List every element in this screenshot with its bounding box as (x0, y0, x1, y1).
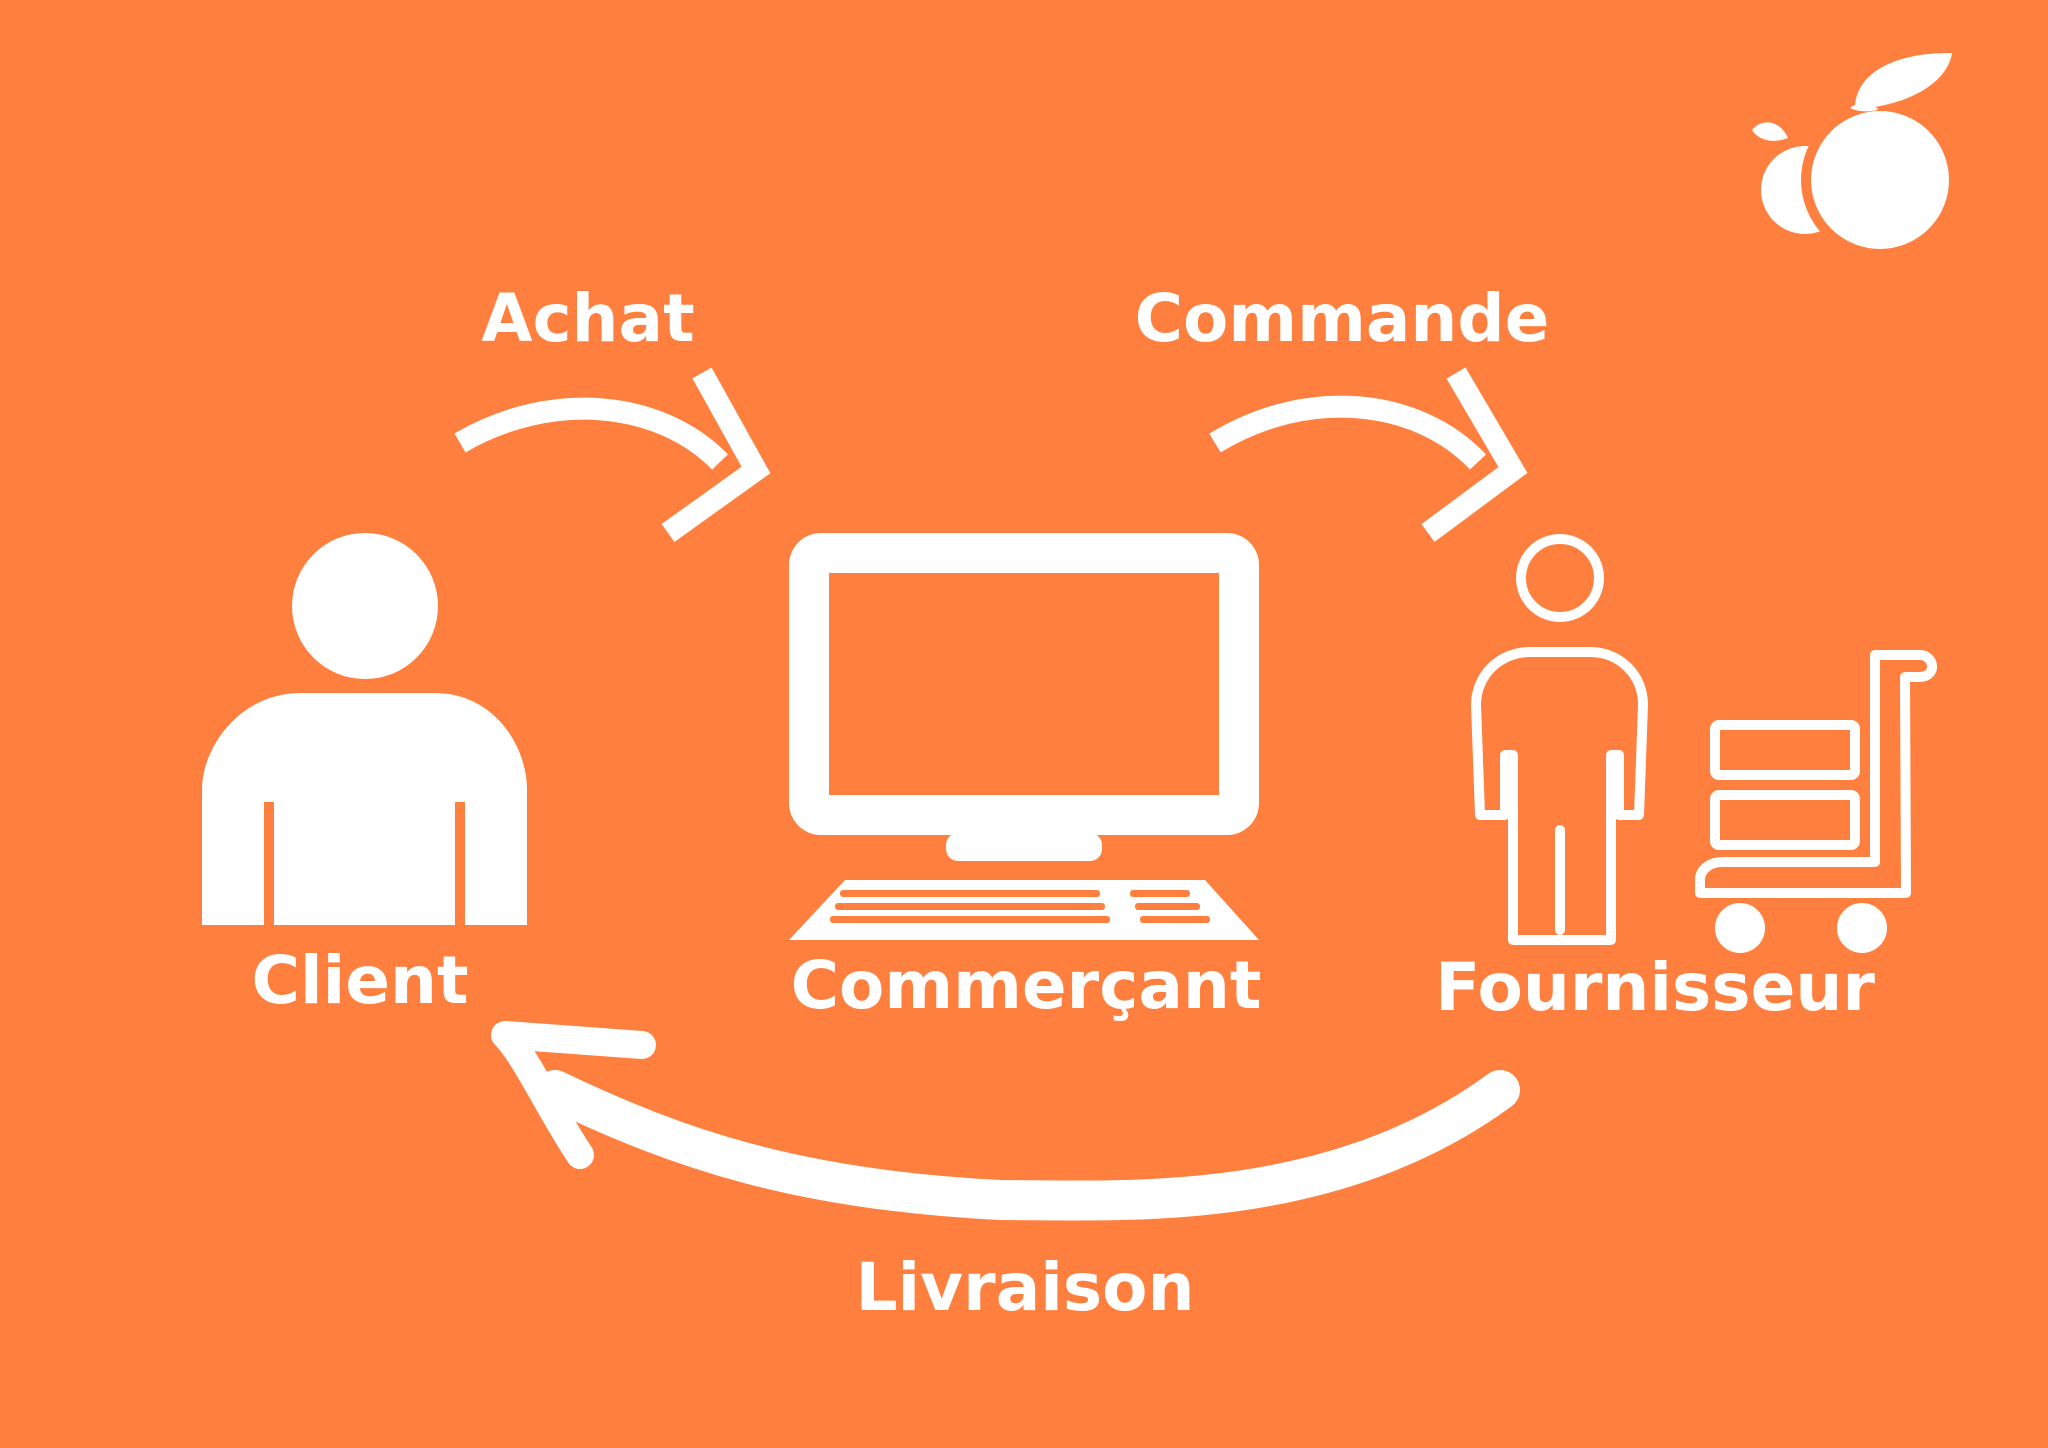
delivery-worker-with-cart-icon (1471, 534, 1937, 953)
label-achat: Achat (481, 280, 695, 357)
keyboard-keys (830, 890, 1210, 923)
arrow-livraison (491, 1021, 1520, 1221)
label-commande: Commande (1134, 280, 1550, 357)
label-client: Client (251, 942, 469, 1019)
arrow-commande (1209, 367, 1528, 542)
label-commercant: Commerçant (790, 947, 1262, 1024)
computer-icon (789, 533, 1259, 940)
label-livraison: Livraison (855, 1249, 1195, 1326)
arrow-achat (454, 367, 771, 542)
person-icon (202, 533, 527, 925)
label-fournisseur: Fournisseur (1435, 949, 1875, 1026)
fruit-logo-icon (1752, 52, 1959, 259)
